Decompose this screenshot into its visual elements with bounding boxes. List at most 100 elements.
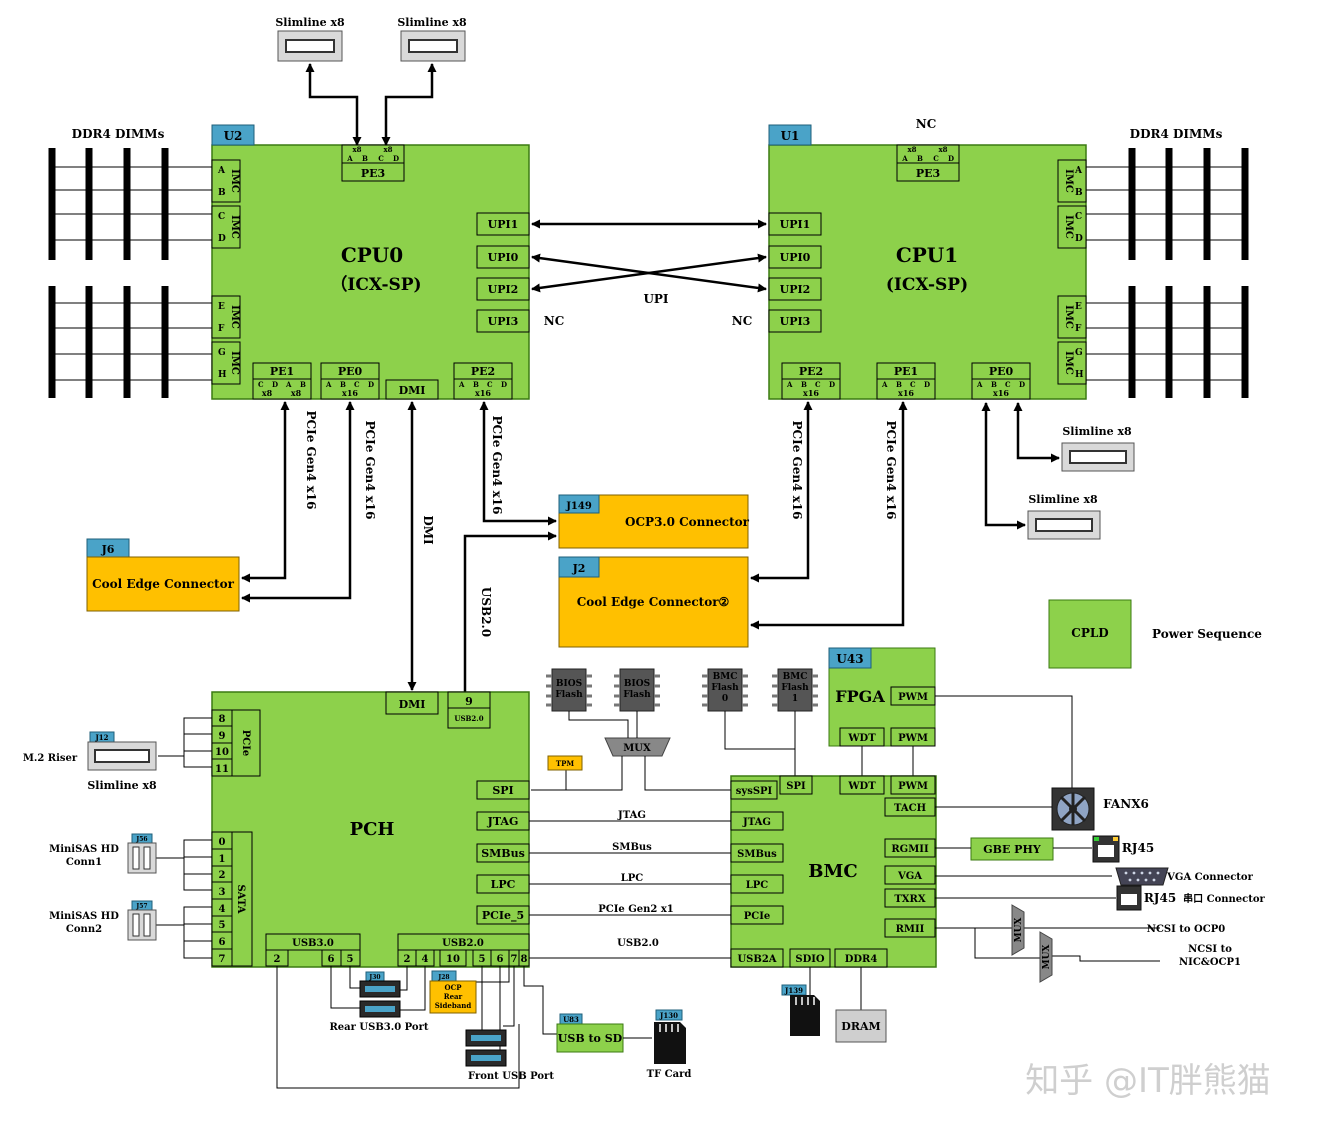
mux-label: MUX xyxy=(1014,918,1024,943)
cpu0-pe3: PE3 xyxy=(361,167,385,180)
lane-a: A xyxy=(458,380,465,389)
pch-name: PCH xyxy=(350,819,395,840)
dimm-a: A xyxy=(217,166,226,176)
pch-sata-port: 2 xyxy=(219,870,226,881)
upi-label: UPI xyxy=(643,292,668,306)
j6-tag: J6 xyxy=(101,543,115,556)
lane-a: A xyxy=(786,380,793,389)
pch-port-9: 9 xyxy=(465,695,473,708)
rj45-icon xyxy=(1092,835,1120,863)
bmc-spi: SPI xyxy=(786,781,806,792)
pch-usb30-port: 6 xyxy=(328,954,335,965)
imc-label: IMC xyxy=(1063,215,1074,239)
lane-b: B xyxy=(801,380,807,389)
rmii-mux-2: MUX xyxy=(1039,931,1053,983)
pch-usb30-port: 5 xyxy=(347,954,354,965)
pch-usb30-label: USB3.0 xyxy=(292,938,334,949)
power-sequence-label: Power Sequence xyxy=(1152,627,1262,641)
dimm-h: H xyxy=(218,370,227,380)
bmc-smbus: SMBus xyxy=(737,849,777,860)
cpu1-pe2: PE2 xyxy=(799,365,823,378)
slimline-label: Slimline x8 xyxy=(87,779,157,792)
minisas-line: Conn2 xyxy=(66,924,102,935)
lane-b: B xyxy=(896,380,902,389)
pch-usb20-port: 4 xyxy=(422,954,429,965)
imc-label: IMC xyxy=(1063,305,1074,329)
pcie-gen2-link-label: PCIe Gen2 x1 xyxy=(598,904,674,915)
dimm-b: B xyxy=(1075,188,1083,198)
pch-sata-port: 0 xyxy=(219,837,226,848)
nc-label: NC xyxy=(544,314,565,328)
j28-tag: J28 xyxy=(437,974,449,981)
slimline-top-left: Slimline x8 xyxy=(275,16,345,62)
pch-usb20-port: USB2.0 xyxy=(454,714,483,723)
dimm-c: C xyxy=(1075,212,1082,222)
j6-connector: J6 Cool Edge Connector xyxy=(86,538,240,612)
lane-b: B xyxy=(917,154,923,163)
j149-connector: J149 OCP3.0 Connector xyxy=(558,494,750,549)
cpu1-block: U1 CPU1 (ICX-SP) NC PE3 x8 x8 A B C D UP… xyxy=(768,117,1087,400)
j130-tag: J130 xyxy=(659,1011,678,1020)
dimm-g: G xyxy=(218,348,226,358)
cpu0-imc-blocks: IMC A B IMC C D IMC E F IMC G H xyxy=(211,159,241,385)
lane-d: D xyxy=(829,380,835,389)
bmc-ddr4: DDR4 xyxy=(845,954,878,965)
lane-d: D xyxy=(924,380,930,389)
lane-a: A xyxy=(285,380,292,389)
front-usb-label: Front USB Port xyxy=(468,1071,554,1082)
m2-riser: J12 M.2 Riser Slimline x8 xyxy=(23,731,157,792)
cpu0-pe1: PE1 xyxy=(270,365,294,378)
lane-a: A xyxy=(976,380,983,389)
cpu1-upi2: UPI2 xyxy=(780,283,811,296)
minisas-line: MiniSAS HD xyxy=(49,844,119,855)
pch-jtag: JTAG xyxy=(487,815,519,828)
pcie-gen4-label: PCIe Gen4 x16 xyxy=(304,411,318,510)
cpu0-upi1: UPI1 xyxy=(488,218,519,231)
rj45-serial-label: RJ45 xyxy=(1144,891,1176,905)
bmc-wdt: WDT xyxy=(847,781,876,792)
upi-links xyxy=(531,219,767,293)
cpu0-pe0: PE0 xyxy=(338,365,363,378)
pch-usb20-label: USB2.0 xyxy=(442,938,484,949)
slimline-right-upper: Slimline x8 xyxy=(1061,425,1135,472)
imc-label: IMC xyxy=(1063,351,1074,375)
nc-label: NC xyxy=(732,314,753,328)
mux-label: MUX xyxy=(623,743,651,754)
usb-to-sd: U83 USB to SD xyxy=(556,1013,652,1053)
j149-name: OCP3.0 Connector xyxy=(625,515,750,529)
j139-tag: J139 xyxy=(784,986,803,995)
lane-b: B xyxy=(362,154,368,163)
lane-a: A xyxy=(881,380,888,389)
bmc-jtag: JTAG xyxy=(742,817,771,828)
flash-line: Flash xyxy=(623,690,651,700)
cpu1-pe1: PE1 xyxy=(894,365,918,378)
pch-usb20-port: 8 xyxy=(521,954,528,965)
cpu1-name: CPU1 xyxy=(896,243,958,267)
dimm-group-left: DDR4 DIMMs xyxy=(48,127,212,398)
fpga-tag: U43 xyxy=(836,652,863,666)
bios-mux: MUX xyxy=(604,737,671,757)
usb20-link-label: USB2.0 xyxy=(479,587,493,637)
x8-label: x8 xyxy=(907,145,916,154)
rear-usb-label: Rear USB3.0 Port xyxy=(330,1022,429,1033)
j2-connector: J2 Cool Edge Connector② xyxy=(558,556,749,648)
dimm-d: D xyxy=(1075,234,1083,244)
dimm-e: E xyxy=(218,302,225,312)
cpld-label: CPLD xyxy=(1071,626,1108,640)
pch-block: PCH DMI 9 USB2.0 SPI JTAG SMBus LPC PCIe… xyxy=(211,691,530,968)
cpu0-upi2: UPI2 xyxy=(488,283,519,296)
pch-sata-label: SATA xyxy=(235,884,246,913)
pch-usb20-port: 10 xyxy=(446,954,460,965)
bmc-usb2a: USB2A xyxy=(737,954,776,965)
bmc-rmii: RMII xyxy=(896,924,925,935)
flash-line: BIOS xyxy=(556,679,582,689)
fpga-pwm-fan: PWM xyxy=(898,692,928,703)
cpu1-upi-ports: UPI1 UPI0 UPI2 UPI3 xyxy=(768,212,822,333)
lane-b: B xyxy=(991,380,997,389)
